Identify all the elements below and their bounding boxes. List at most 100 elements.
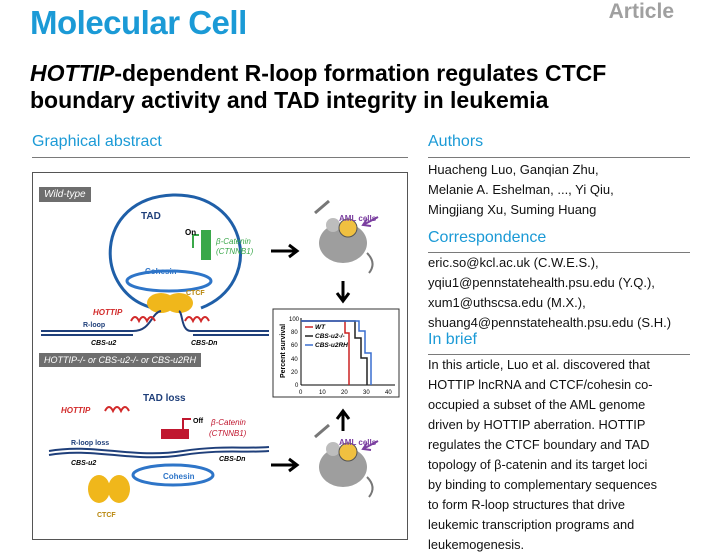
mouse-bottom-ear [326,442,340,456]
legend-cbs-u2-ko: CBS-u2-/- [315,333,345,340]
ctnnb1-label: (CTNNB1) [216,247,254,256]
author-line: Huacheng Luo, Ganqian Zhu, [428,162,599,177]
title-italic-gene: HOTTIP [30,60,115,86]
author-line: Mingjiang Xu, Suming Huang [428,202,597,217]
arrow-to-mouse-bottom [271,457,300,473]
email-link[interactable]: shuang4@pennstatehealth.psu.edu (S.H.) [428,315,672,330]
cbs-u2-mutant-label: CBS-u2 [71,460,96,467]
mouse-bottom-tail [366,476,374,498]
catenin-gene-box [201,230,211,260]
in-brief-line: driven by HOTTIP aberration. HOTTIP [428,417,646,432]
correspondence-rule [428,252,690,253]
xtick-20: 20 [341,390,348,396]
authors-list: Huacheng Luo, Ganqian Zhu, Melanie A. Es… [428,160,614,220]
curve-cbs-u2-rh [301,320,372,385]
aml-arrow-top [361,216,379,227]
cbs-dn-label: CBS-Dn [191,340,217,347]
off-label: Off [193,418,204,425]
survival-plot-frame [272,308,400,398]
authors-rule [428,157,690,158]
xtick-0: 0 [299,390,303,396]
ctcf-label: CTCF [186,290,205,297]
in-brief-line: leukemogenesis. [428,537,525,552]
correspondence-heading: Correspondence [428,229,547,246]
mouse-bottom-cells [338,442,358,462]
arrow-down [335,281,351,304]
catenin-label: β-Catenin [215,237,251,246]
graphical-abstract-heading: Graphical abstract [32,133,162,150]
cbs-dn-mutant-label: CBS-Dn [219,456,245,463]
in-brief-line: regulates the CTCF boundary and TAD [428,437,650,452]
wildtype-panel-tag: Wild-type [39,187,91,202]
ytick-80: 80 [291,330,298,336]
ytick-100: 100 [289,317,300,323]
cohesin-ring-mutant [131,463,215,487]
hottip-rna-right [184,316,210,324]
cbs-u2-label: CBS-u2 [91,340,116,347]
hottip-rna-left [130,316,156,324]
dna-relaxed-2 [48,450,270,459]
on-label: On [185,228,196,237]
mouse-top-tail [366,252,374,274]
cohesin-mutant-label: Cohesin [163,472,195,481]
survival-ylabel: Percent survival [280,324,287,378]
xtick-40: 40 [385,390,392,396]
authors-heading: Authors [428,133,484,150]
tad-loop [108,193,242,310]
arrow-to-mouse-top [271,243,300,259]
hottip-rna-free [104,406,130,414]
ctcf-mutant-label: CTCF [97,512,116,519]
in-brief-line: to form R-loop structures that drive [428,497,626,512]
in-brief-text: In this article, Luo et al. discovered t… [428,355,657,555]
graphical-abstract-figure: Wild-type HOTTIP-/- or CBS-u2-/- or CBS-… [32,172,408,540]
mouse-top-cells [338,218,358,238]
in-brief-line: HOTTIP lncRNA and CTCF/cohesin co- [428,377,653,392]
xtick-10: 10 [319,390,326,396]
ytick-40: 40 [291,357,298,363]
graphical-abstract-rule [32,157,408,158]
cohesin-ring [125,269,213,293]
journal-name: Molecular Cell [30,4,247,41]
tad-label: TAD [141,211,161,222]
article-type-label: Article [608,0,674,23]
on-arrow [192,234,199,248]
rloop-label: R-loop [83,322,105,329]
hottip-mutant-label: HOTTIP [61,406,91,415]
cohesin-label: Cohesin [145,267,177,276]
hottip-label: HOTTIP [93,308,123,317]
email-link[interactable]: xum1@uthscsa.edu (M.X.), [428,295,586,310]
ctnnb1-off-label: (CTNNB1) [209,429,247,438]
aml-cells-label-top: AML cells [339,214,377,223]
arrow-up [335,408,351,431]
legend-cbs-u2-rh: CBS-u2RH [315,342,348,349]
email-link[interactable]: eric.so@kcl.ac.uk (C.W.E.S.), [428,255,599,270]
in-brief-heading: In brief [428,331,477,348]
aml-cells-label-bottom: AML cells [339,438,377,447]
ctcf-oval-right [165,293,193,313]
catenin-off-box [161,429,189,439]
in-brief-line: In this article, Luo et al. discovered t… [428,357,650,372]
catenin-off-label: β-Catenin [210,418,246,427]
dna-right [178,310,269,332]
in-brief-line: topology of β-catenin and its target loc… [428,457,648,472]
off-marker [182,418,191,429]
tad-loss-label: TAD loss [143,393,186,404]
ytick-60: 60 [291,343,298,349]
mutant-panel-tag: HOTTIP-/- or CBS-u2-/- or CBS-u2RH [39,353,202,367]
ytick-20: 20 [291,370,298,376]
rloop-loss-label: R-loop loss [71,440,109,447]
in-brief-line: by binding to complementary sequences [428,477,658,492]
title-rest: -dependent R-loop formation regulates CT… [30,60,607,113]
email-link[interactable]: yqiu1@pennstatehealth.psu.edu (Y.Q.), [428,275,655,290]
ctcf-free-right [108,475,130,503]
article-title: HOTTIP-dependent R-loop formation regula… [30,60,710,114]
ytick-0: 0 [295,383,299,389]
author-line: Melanie A. Eshelman, ..., Yi Qiu, [428,182,614,197]
syringe-bottom [314,423,330,439]
graphical-abstract-svg: TAD On β-Catenin (CTNNB1) Cohesin CTCF H… [41,193,400,519]
in-brief-line: occupied a subset of the AML genome [428,397,646,412]
aml-arrow-bottom [361,440,379,451]
xtick-30: 30 [363,390,370,396]
legend-wt: WT [315,324,326,331]
in-brief-line: leukemic transcription programs and [428,517,635,532]
